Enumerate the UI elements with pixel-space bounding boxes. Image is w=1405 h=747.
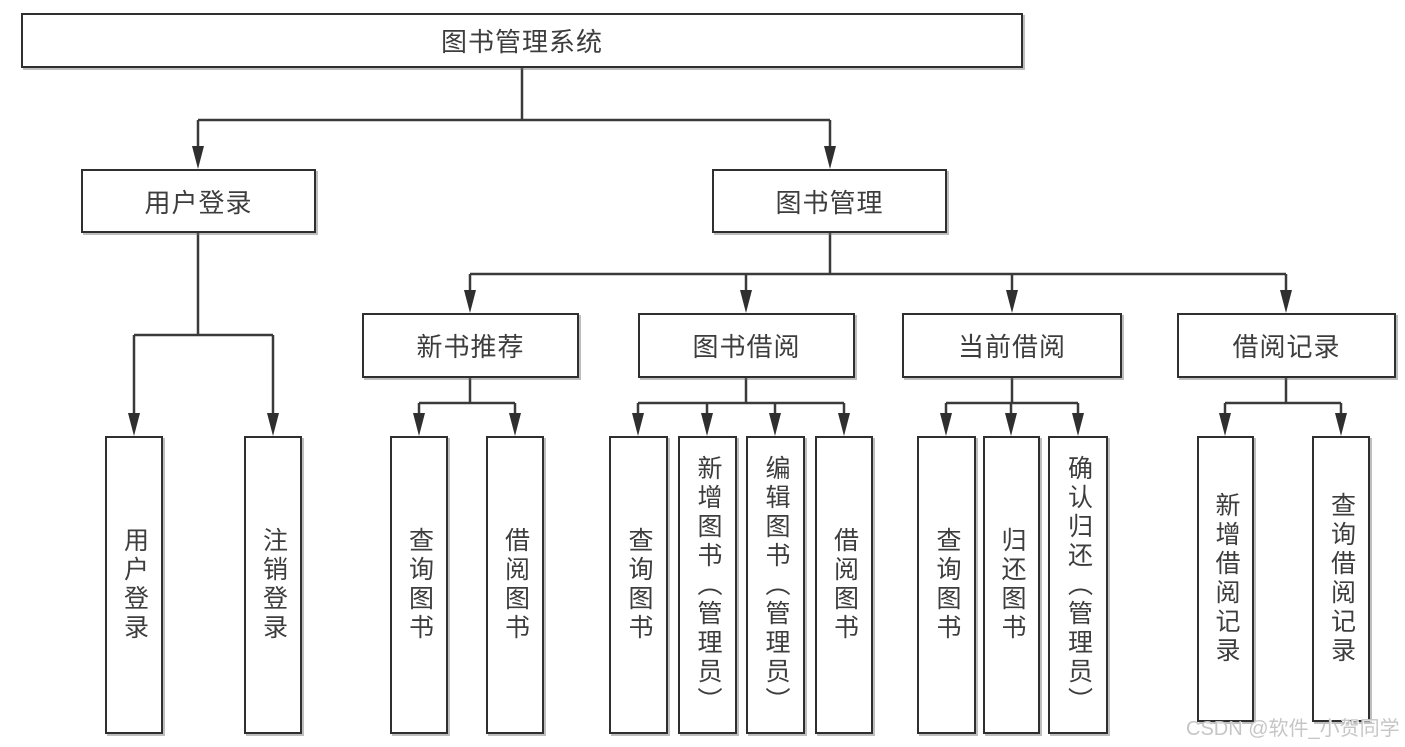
node-label: 图书借阅 [692, 332, 801, 362]
tree-edges [132, 68, 1343, 413]
node-user-login: 用户登录 [81, 169, 316, 233]
leaf-bb-query-book: 查询图书 [609, 436, 668, 734]
leaf-cb-confirm-return: 确认归还（管理员） [1048, 436, 1108, 734]
node-borrow-record: 借阅记录 [1177, 313, 1396, 378]
node-label: 借阅记录 [1232, 332, 1341, 362]
leaf-label: 注销登录 [259, 527, 288, 643]
leaf-label: 用户登录 [120, 527, 149, 643]
node-label: 新书推荐 [416, 332, 525, 362]
leaf-br-add-record: 新增借阅记录 [1197, 436, 1254, 722]
leaf-cb-return-book: 归还图书 [983, 436, 1040, 734]
csdn-watermark: CSDN @软件_小贺同学 [1186, 718, 1400, 740]
leaf-label: 查询借阅记录 [1327, 492, 1356, 666]
node-label: 当前借阅 [957, 332, 1066, 362]
node-label: 图书管理系统 [440, 27, 603, 57]
node-book-management: 图书管理 [712, 169, 947, 233]
leaf-nbr-borrow-book: 借阅图书 [486, 436, 544, 734]
leaf-label: 查询图书 [405, 527, 434, 643]
leaf-label: 编辑图书（管理员） [762, 454, 790, 716]
node-label: 用户登录 [144, 187, 253, 218]
leaf-cb-query-book: 查询图书 [917, 436, 976, 734]
leaf-bb-edit-book: 编辑图书（管理员） [746, 436, 805, 734]
leaf-label: 查询图书 [933, 527, 961, 643]
leaf-bb-add-book: 新增图书（管理员） [678, 436, 737, 734]
leaf-label: 查询图书 [625, 527, 653, 643]
leaf-label: 新增借阅记录 [1212, 492, 1240, 666]
leaf-nbr-query-book: 查询图书 [390, 436, 448, 734]
node-current-borrow: 当前借阅 [902, 313, 1122, 378]
leaf-label: 新增图书（管理员） [694, 454, 722, 716]
leaf-bb-borrow-book: 借阅图书 [815, 436, 873, 734]
node-library-system: 图书管理系统 [21, 13, 1023, 68]
leaf-label: 借阅图书 [501, 527, 530, 643]
leaf-label: 归还图书 [998, 527, 1026, 643]
node-label: 图书管理 [775, 187, 884, 218]
node-book-borrow: 图书借阅 [638, 313, 855, 378]
node-new-book-recommend: 新书推荐 [362, 313, 579, 378]
leaf-br-query-record: 查询借阅记录 [1312, 436, 1370, 722]
leaf-logout: 注销登录 [244, 436, 302, 734]
leaf-user-login: 用户登录 [105, 436, 163, 734]
leaf-label: 确认归还（管理员） [1064, 454, 1093, 716]
leaf-label: 借阅图书 [830, 527, 859, 643]
